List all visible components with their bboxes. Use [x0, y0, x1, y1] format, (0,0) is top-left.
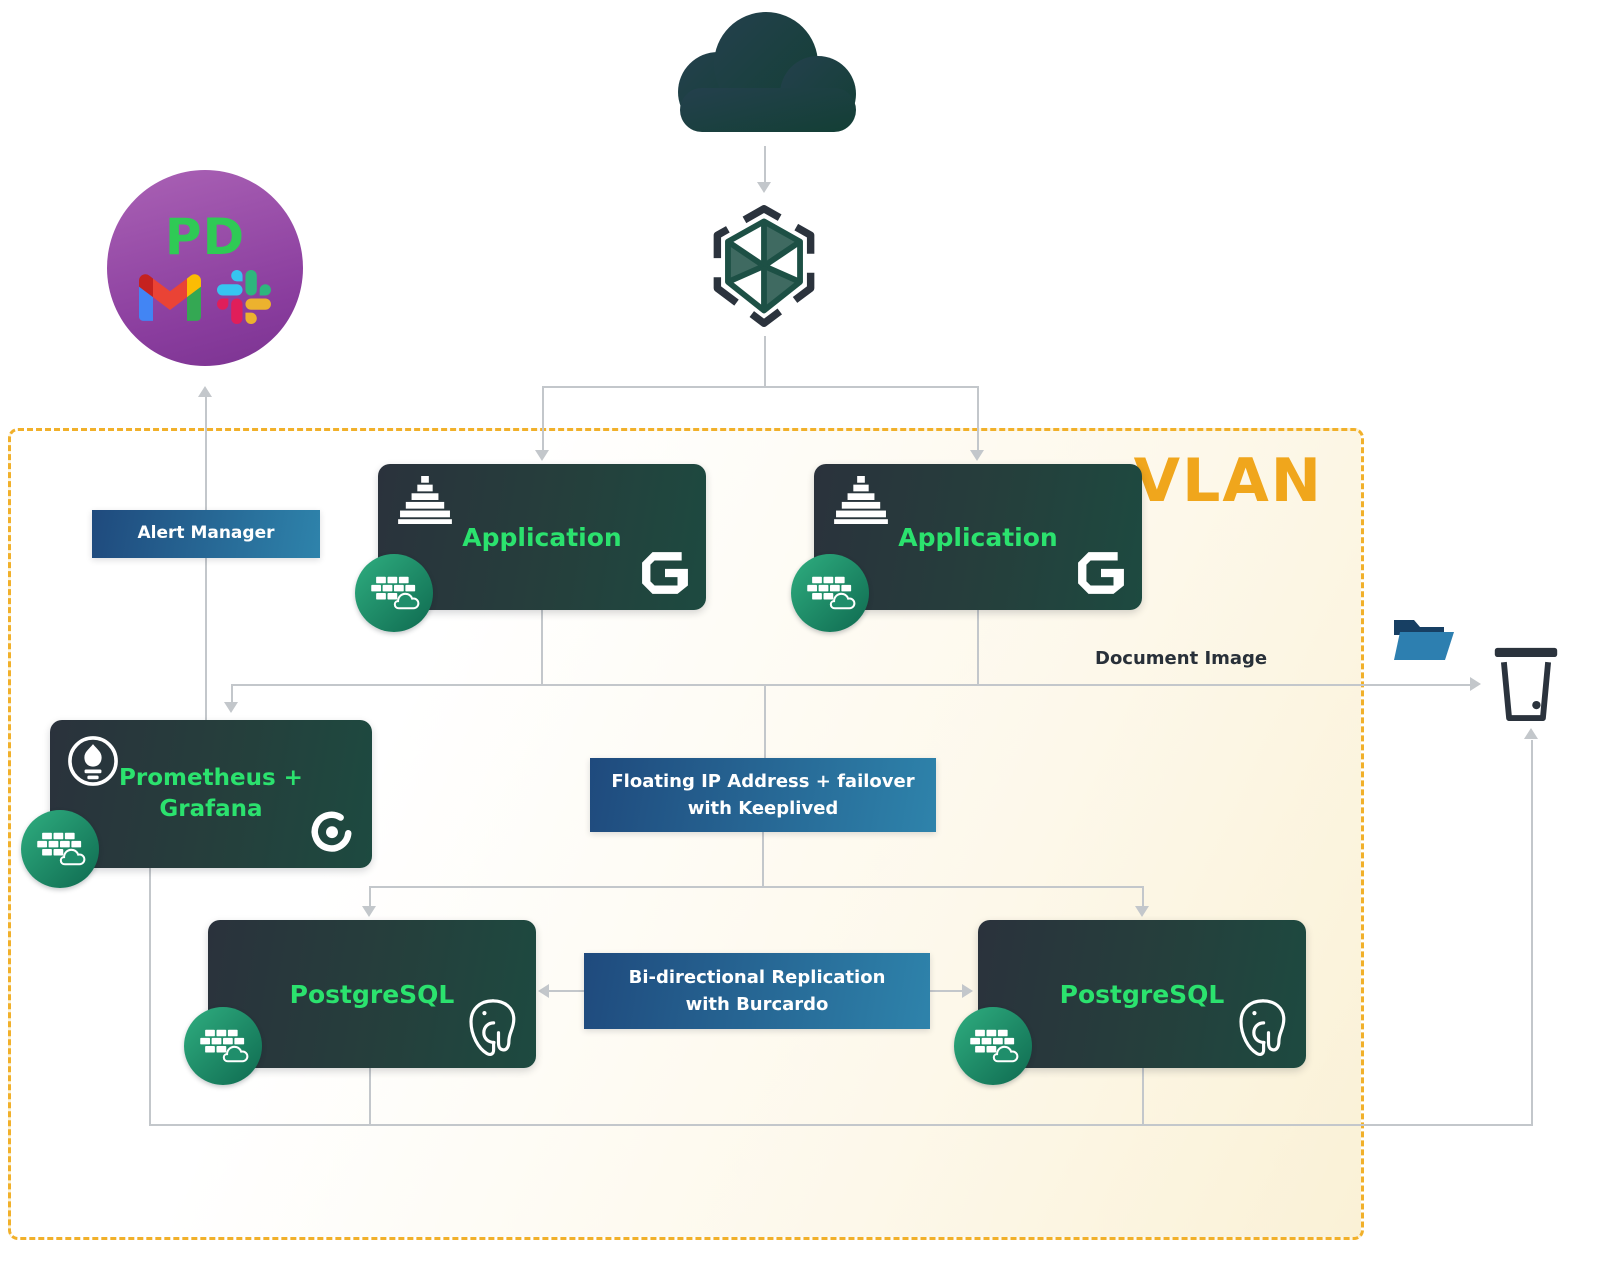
prometheus-grafana-label-line1: Prometheus + [119, 764, 303, 791]
arrowhead-replication-left [538, 984, 549, 998]
postgresql-node-right: PostgreSQL [978, 920, 1306, 1068]
prometheus-grafana-node: Prometheus + Grafana [50, 720, 372, 868]
cloud-icon [650, 4, 880, 148]
connector-to-pg-right [1142, 886, 1144, 910]
connector-pg-right-down [1142, 1068, 1144, 1126]
connector-app-right-down [977, 610, 979, 686]
container-badge-icon [21, 810, 99, 888]
arrowhead-to-app-left [535, 450, 549, 461]
trash-icon [1487, 640, 1565, 726]
alert-manager-label: Alert Manager [137, 523, 275, 544]
application-node-left: Application [378, 464, 706, 610]
arrowhead-to-trash [1470, 677, 1481, 691]
replication-node: Bi-directional Replication with Burcardo [584, 953, 930, 1029]
floating-ip-node: Floating IP Address + failover with Keep… [590, 758, 936, 832]
postgresql-label: PostgreSQL [1059, 979, 1225, 1009]
load-balancer-icon [711, 197, 817, 335]
gmail-icon [139, 273, 201, 321]
g-logo-icon [1076, 548, 1126, 598]
container-badge-icon [791, 554, 869, 632]
container-badge-icon [355, 554, 433, 632]
connector-floatingip-split [370, 886, 1143, 888]
connector-lb-split [543, 386, 979, 388]
connector-app-left-down [541, 610, 543, 686]
arrowhead-to-pg-right [1135, 906, 1149, 917]
connector-pg-left-down [369, 1068, 371, 1126]
connector-bus-to-prometheus [231, 684, 233, 704]
alert-destinations-badge: PD [107, 170, 303, 366]
connector-bottom-bus [149, 1124, 1533, 1126]
slack-icon [217, 270, 271, 324]
connector-replication-left [548, 990, 584, 992]
connector-cloud-to-lb [764, 146, 766, 184]
connector-up-to-trash [1531, 740, 1533, 1126]
floating-ip-label-line2: with Keeplived [687, 798, 839, 819]
postgresql-icon [460, 996, 526, 1062]
g-logo-icon [640, 548, 690, 598]
container-badge-icon [954, 1007, 1032, 1085]
vlan-label: VLAN [1133, 446, 1323, 516]
alert-manager-node: Alert Manager [92, 510, 320, 558]
prometheus-grafana-label-line2: Grafana [159, 796, 263, 822]
prometheus-icon [66, 734, 120, 788]
connector-bus-to-floatingip [764, 684, 766, 758]
application-node-right: Application [814, 464, 1142, 610]
connector-alertmanager-down [205, 558, 207, 720]
connector-prometheus-down [149, 868, 151, 1126]
connector-to-app-right [977, 386, 979, 452]
postgresql-node-left: PostgreSQL [208, 920, 536, 1068]
postgresql-icon [1230, 996, 1296, 1062]
floating-ip-label-line1: Floating IP Address + failover [611, 771, 915, 792]
connector-floatingip-down [762, 832, 764, 888]
arrowhead-up-to-trash [1524, 728, 1538, 739]
arrowhead-replication-right [962, 984, 973, 998]
grafana-icon [306, 804, 358, 856]
connector-main-bus [232, 684, 1476, 686]
alert-destination-icons [139, 270, 271, 324]
application-label: Application [462, 522, 622, 552]
arrowhead-to-app-right [970, 450, 984, 461]
document-image-label: Document Image [1095, 648, 1268, 669]
connector-replication-right [930, 990, 966, 992]
arrowhead-cloud-to-lb [757, 182, 771, 193]
replication-label-line1: Bi-directional Replication [628, 967, 886, 988]
connector-lb-down [764, 336, 766, 388]
replication-label-line2: with Burcardo [685, 994, 829, 1015]
postgresql-label: PostgreSQL [289, 979, 455, 1009]
connector-to-app-left [542, 386, 544, 452]
arrowhead-to-pagerduty [198, 386, 212, 397]
application-label: Application [898, 522, 1058, 552]
folder-icon [1390, 612, 1458, 664]
arrowhead-to-prometheus [224, 702, 238, 713]
pyramid-icon [398, 476, 452, 524]
arrowhead-to-pg-left [362, 906, 376, 917]
pyramid-icon [834, 476, 888, 524]
container-badge-icon [184, 1007, 262, 1085]
pagerduty-label: PD [164, 208, 246, 266]
connector-to-pg-left [369, 886, 371, 910]
connector-alertmanager-up [205, 396, 207, 510]
